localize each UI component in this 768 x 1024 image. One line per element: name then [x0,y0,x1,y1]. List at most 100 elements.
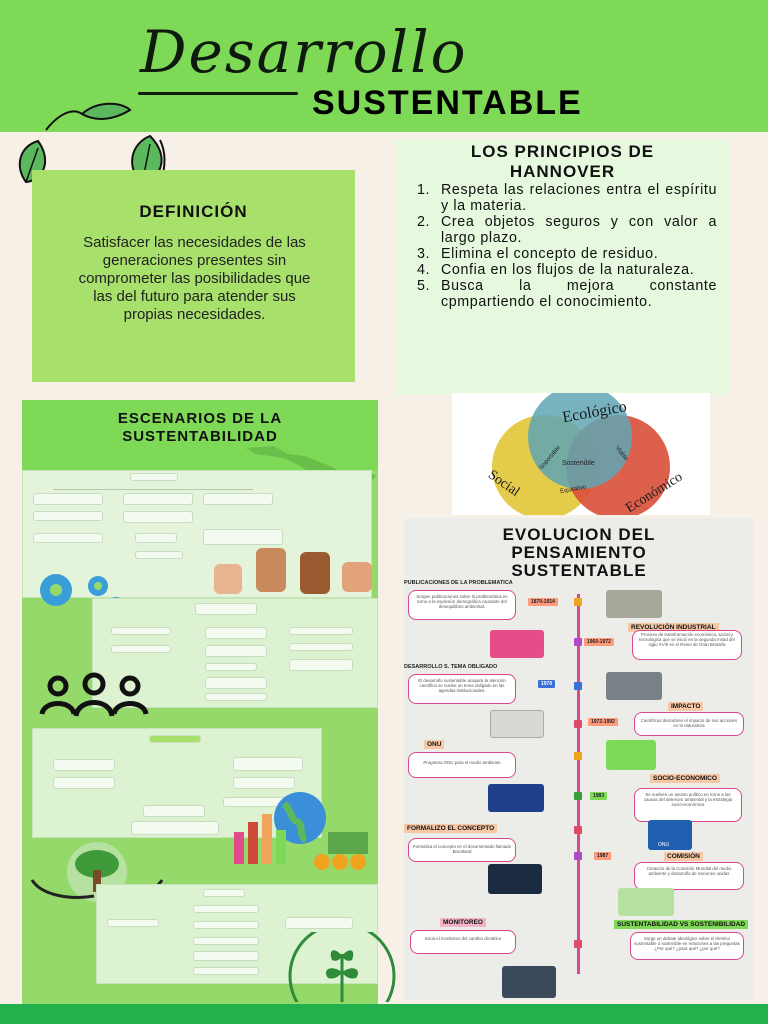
un-logo-icon [648,820,692,850]
diagram-node [205,693,267,701]
venn-diagram: Ecológico Social Económico Soportable Vi… [452,385,710,519]
diagram-node [205,663,257,671]
timeline-image [606,590,662,618]
hannover-title: LOS PRINCIPIOS DE HANNOVER [395,142,730,182]
diagram-node [205,677,267,689]
diagram-node [193,937,259,945]
escenarios-title: ESCENARIOS DE LA SUSTENTABILIDAD [22,410,378,446]
hannover-title-line1: LOS PRINCIPIOS DE [470,142,655,161]
definicion-card: DEFINICIÓN Satisfacer las necesidades de… [32,170,355,382]
diagram-node [193,951,259,961]
diagram-node [203,529,283,545]
timeline-node [574,852,582,860]
timeline-image [490,630,544,658]
diagram-node [203,889,245,897]
timeline-tag: IMPACTO [668,702,704,711]
evolucion-title: EVOLUCION DEL PENSAMIENTO SUSTENTABLE [404,526,754,580]
timeline-node [574,792,582,800]
timeline-text: El desarrollo sustentable acapara la ate… [418,678,506,694]
diagram-node [285,917,353,929]
hannover-card: LOS PRINCIPIOS DE HANNOVER 1.Respeta las… [395,140,730,395]
escenarios-header [22,400,378,470]
timeline-year: 1972-1992 [588,718,618,726]
diagram-node [289,659,353,671]
diagram-node [289,643,353,651]
diagram-node [111,645,171,653]
diagram-node [111,627,171,635]
un-logo-icon [488,784,544,812]
diagram-node [123,511,193,523]
hannover-item: 3.Elimina el concepto de residuo. [417,246,659,262]
sprout-icon [288,932,396,1002]
diagram-node [193,921,259,929]
diagram-node [233,757,303,771]
diagram-node [53,777,115,789]
timeline-bubble [408,752,516,778]
script-title: Desarrollo [140,18,468,86]
diagram-node [205,645,267,657]
timeline-text: Inicia el monitoreo del cambio climático [424,936,502,941]
timeline-year: 1960-1972 [584,638,614,646]
hannover-title-line2: HANNOVER [509,162,616,181]
timeline-node [574,752,582,760]
title-underline [138,92,298,95]
diagram-natural [96,884,378,984]
timeline-text: Programa ONU para el medio ambiente [423,760,501,765]
onu-badge: ONU [658,842,670,848]
hannover-list: 1.Respeta las relaciones entra el espíri… [417,182,717,310]
diagram-node [203,493,273,505]
timeline-year: 1983 [590,792,608,800]
diagram-node [135,551,183,559]
diagram-node [289,627,353,635]
timeline-text: Proceso de transformación económica, soc… [639,632,735,648]
evolucion-title-line1: EVOLUCION DEL [502,525,656,544]
diagram-node [205,627,267,639]
globe-icon [234,792,368,870]
hannover-item: 2.Crea objetos seguros y con valor a lar… [417,214,717,246]
evolucion-title-line2: PENSAMIENTO [511,543,647,562]
diagram-node [143,805,205,817]
timeline-node [574,598,582,606]
timeline-year: 1987 [594,852,612,860]
timeline-node [574,638,582,646]
definicion-title: DEFINICIÓN [139,202,248,221]
timeline-image [606,672,662,700]
diagram-node [149,735,201,743]
diagram-node [195,603,257,615]
timeline-bubble [408,674,516,704]
timeline-text: Formaliza el concepto en el documentado … [412,844,512,855]
hannover-item: 4.Confia en los flujos de la naturaleza. [417,262,695,278]
timeline-tag: SOCIO-ECONOMICO [650,774,720,783]
timeline-bubble [408,838,516,862]
timeline-bubble [408,590,516,620]
diagram-node [233,777,295,789]
diagram-node [53,759,115,771]
diagram-node [131,821,219,835]
venn-label-sostenible: Sostenible [562,460,595,467]
diagram-node [33,493,103,505]
main-title: SUSTENTABLE [312,84,583,122]
footer-band [0,1004,768,1024]
timeline-image [606,740,656,770]
diagram-node [33,511,103,521]
diagram-node [33,533,103,543]
diagram-node [130,473,178,481]
timeline-bubble [634,862,744,890]
timeline-label: DESARROLLO S. TEMA OBLIGADO [404,664,498,670]
escenarios-title-line2: SUSTENTABILIDAD [122,428,278,445]
hannover-item: 1.Respeta las relaciones entra el espíri… [417,182,717,214]
timeline-text: Científicos descubren el impacto de sus … [640,718,738,729]
timeline-bubble [410,930,516,954]
hannover-item: 5.Busca la mejora constante cpmpartiendo… [417,278,717,310]
escenarios-title-line1: ESCENARIOS DE LA [117,410,283,427]
timeline-bubble [630,932,744,960]
timeline-label: PUBLICACIONES DE LA PROBLEMATICA [404,580,513,586]
timeline-text: Surge un debate ideológico sobre el térm… [634,936,740,952]
timeline-bubble [632,630,742,660]
timeline-bubble [634,712,744,736]
diagram-node [135,533,177,543]
people-icon [39,672,149,717]
diagram-node [193,967,259,975]
diagram-node [193,905,259,913]
timeline-tag: COMISIÓN [664,852,703,861]
